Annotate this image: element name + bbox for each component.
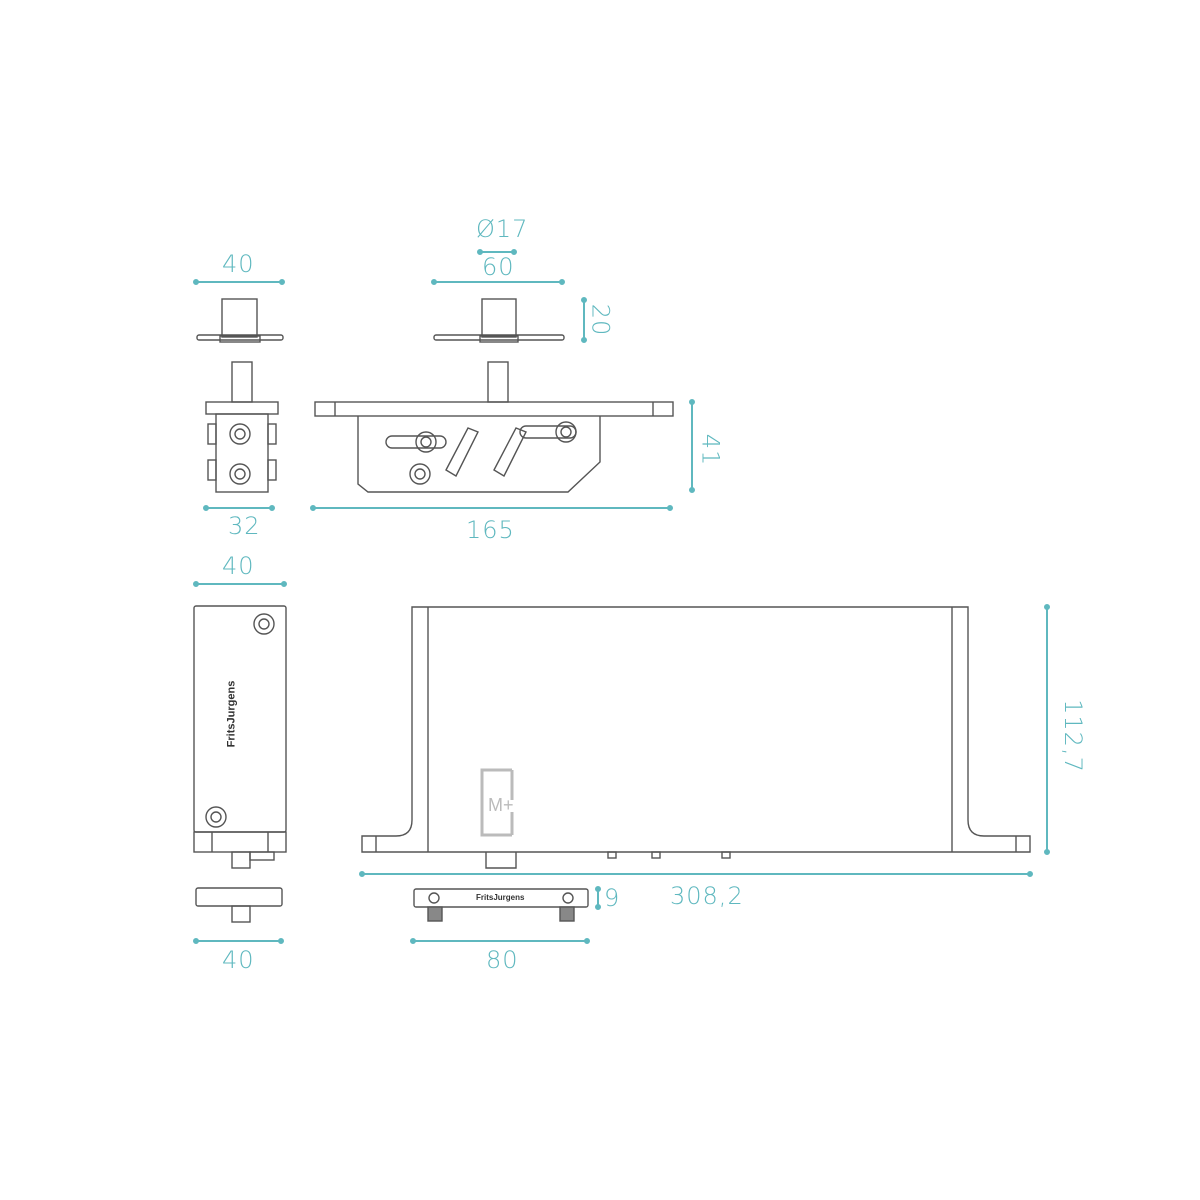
pivot-body-side-view: [193, 605, 287, 869]
brand-label-plate: FritsJurgens: [476, 893, 525, 902]
dim-bottom-plate-width: 40: [222, 946, 255, 974]
dim-bottom-plate-height: 9: [604, 884, 621, 912]
bottom-plate-small: [195, 887, 283, 923]
top-block-end-view: [205, 361, 279, 493]
dim-top-pivot-large-width: 60: [482, 253, 515, 281]
bottom-plate-large: [413, 888, 589, 922]
dim-top-block-width: 32: [228, 512, 261, 540]
dim-pivot-side-width: 40: [222, 552, 255, 580]
dim-top-pivot-height: 20: [586, 303, 615, 337]
m-plus-logo: M+: [488, 795, 514, 815]
top-pivot-large-view: [433, 298, 565, 343]
dim-pivot-body-length: 308,2: [670, 882, 744, 910]
dim-top-pivot-diameter: Ø17: [476, 215, 529, 243]
dimension-lines: [193, 249, 1050, 944]
brand-label-side: FritsJurgens: [225, 680, 238, 748]
dim-top-block-length: 165: [466, 516, 515, 544]
dim-pivot-body-height: 112,7: [1058, 699, 1087, 773]
top-block-side-view: [314, 361, 674, 493]
top-pivot-small-view: [196, 298, 284, 343]
dim-top-block-height: 41: [696, 433, 725, 467]
pivot-body-front-view: [361, 606, 1031, 869]
dim-bottom-plate-length: 80: [486, 946, 519, 974]
dim-top-pivot-small-width: 40: [222, 250, 255, 278]
